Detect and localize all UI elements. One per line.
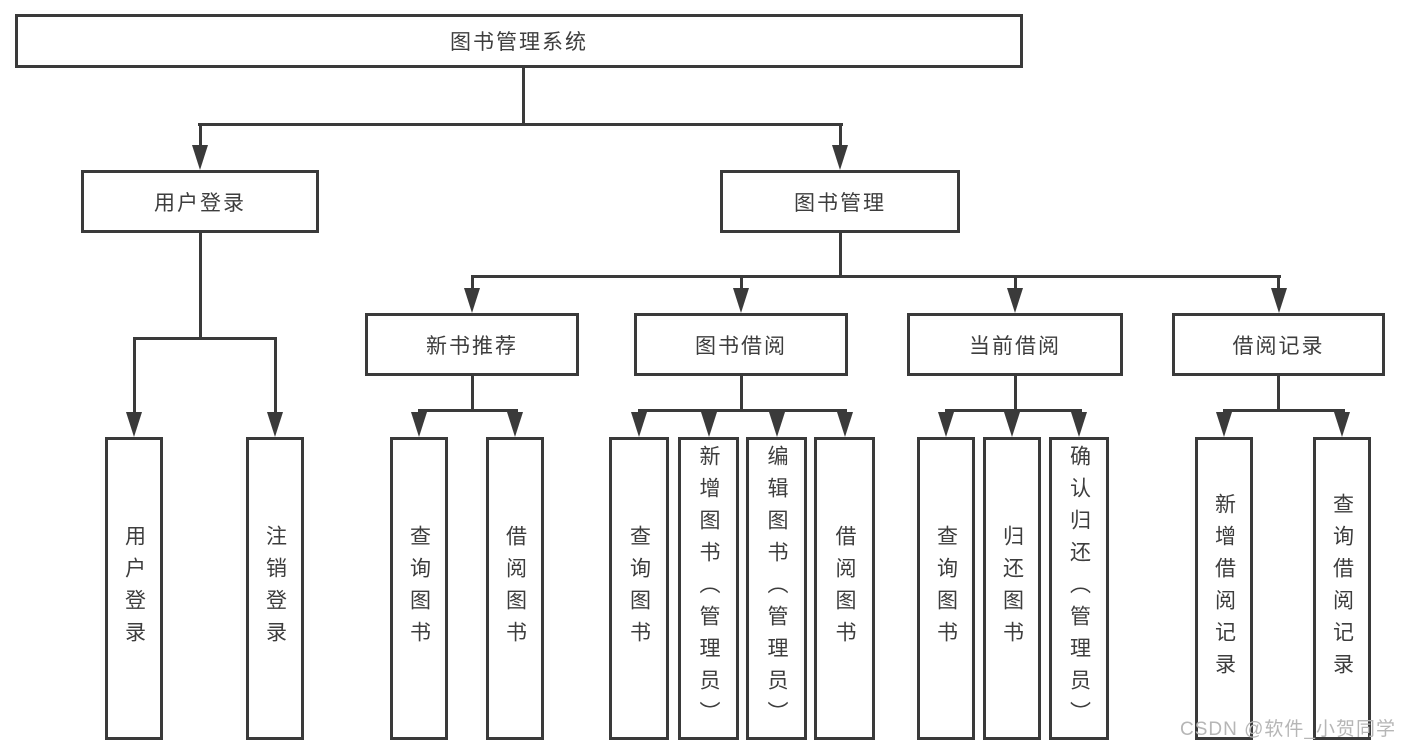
csdn-watermark: CSDN @软件_小贺同学	[1180, 719, 1396, 740]
connector-line	[1013, 374, 1017, 412]
arrow-down-icon	[126, 412, 142, 437]
arrow-down-icon	[733, 288, 749, 313]
leaf-recommend-query-books-label: 查询图书	[407, 524, 431, 653]
node-library-system-label: 图书管理系统	[450, 31, 588, 54]
node-user-login-label: 用户登录	[154, 191, 246, 215]
connector-line	[739, 374, 743, 412]
arrow-down-icon	[631, 412, 647, 437]
leaf-add-books-admin-label: 新增图书（管理员）	[697, 444, 721, 733]
connector-line	[470, 374, 474, 412]
connector-line	[946, 409, 1082, 412]
node-library-system: 图书管理系统	[15, 14, 1023, 68]
arrow-down-icon	[411, 412, 427, 437]
leaf-borrowing-query-books-label: 查询图书	[627, 524, 651, 653]
leaf-query-borrow-record: 查询借阅记录	[1313, 437, 1371, 740]
leaf-recommend-query-books: 查询图书	[390, 437, 448, 740]
leaf-edit-books-admin: 编辑图书（管理员）	[746, 437, 807, 740]
node-book-management-label: 图书管理	[794, 191, 886, 215]
node-book-borrowing-label: 图书借阅	[695, 334, 787, 358]
arrow-down-icon	[1071, 412, 1087, 437]
node-new-book-recommend-label: 新书推荐	[426, 334, 518, 358]
leaf-return-books-label: 归还图书	[1000, 524, 1024, 653]
connector-line	[838, 231, 842, 278]
connector-line	[1013, 275, 1017, 295]
arrow-down-icon	[938, 412, 954, 437]
arrow-down-icon	[192, 145, 208, 170]
connector-line	[470, 275, 474, 295]
node-new-book-recommend: 新书推荐	[365, 313, 579, 376]
leaf-confirm-return-admin: 确认归还（管理员）	[1049, 437, 1109, 740]
arrow-down-icon	[836, 412, 853, 437]
arrow-down-icon	[267, 412, 283, 437]
arrow-down-icon	[1004, 412, 1020, 437]
connector-line	[134, 337, 276, 340]
leaf-recommend-borrow-books-label: 借阅图书	[503, 524, 527, 653]
leaf-user-login-label: 用户登录	[122, 524, 146, 653]
leaf-edit-books-admin-label: 编辑图书（管理员）	[765, 444, 789, 733]
node-borrowing-records-label: 借阅记录	[1232, 334, 1325, 358]
connector-line	[838, 123, 842, 151]
leaf-current-query-books: 查询图书	[917, 437, 975, 740]
leaf-query-borrow-record-label: 查询借阅记录	[1330, 492, 1354, 685]
connector-line	[273, 337, 277, 417]
node-current-borrowing: 当前借阅	[907, 313, 1123, 376]
arrow-down-icon	[700, 412, 717, 437]
arrow-down-icon	[1216, 412, 1232, 437]
leaf-borrowing-borrow-books: 借阅图书	[814, 437, 875, 740]
connector-line	[471, 275, 1281, 278]
connector-line	[1277, 275, 1280, 295]
connector-line	[521, 66, 525, 126]
leaf-add-borrow-record-label: 新增借阅记录	[1212, 492, 1236, 685]
arrow-down-icon	[1007, 288, 1023, 313]
leaf-current-query-books-label: 查询图书	[934, 524, 958, 653]
leaf-add-books-admin: 新增图书（管理员）	[678, 437, 739, 740]
leaf-logout-label: 注销登录	[263, 524, 287, 653]
arrow-down-icon	[507, 412, 523, 437]
node-book-management: 图书管理	[720, 170, 960, 233]
node-borrowing-records: 借阅记录	[1172, 313, 1385, 376]
node-user-login: 用户登录	[81, 170, 319, 233]
leaf-borrowing-query-books: 查询图书	[609, 437, 669, 740]
connector-line	[1224, 409, 1345, 412]
connector-line	[198, 231, 202, 340]
connector-line	[419, 409, 518, 412]
connector-line	[739, 275, 743, 295]
leaf-return-books: 归还图书	[983, 437, 1041, 740]
connector-line	[132, 337, 136, 417]
leaf-recommend-borrow-books: 借阅图书	[486, 437, 544, 740]
arrow-down-icon	[1334, 412, 1350, 437]
arrow-down-icon	[832, 145, 848, 170]
leaf-add-borrow-record: 新增借阅记录	[1195, 437, 1253, 740]
connector-line	[1277, 374, 1280, 412]
node-current-borrowing-label: 当前借阅	[969, 334, 1061, 358]
node-book-borrowing: 图书借阅	[634, 313, 848, 376]
connector-line	[198, 123, 202, 151]
leaf-confirm-return-admin-label: 确认归还（管理员）	[1067, 444, 1091, 733]
leaf-logout: 注销登录	[246, 437, 304, 740]
connector-line	[639, 409, 847, 412]
arrow-down-icon	[768, 412, 785, 437]
connector-line	[198, 123, 843, 126]
leaf-borrowing-borrow-books-label: 借阅图书	[833, 524, 857, 653]
arrow-down-icon	[464, 288, 480, 313]
leaf-user-login: 用户登录	[105, 437, 163, 740]
arrow-down-icon	[1270, 288, 1287, 313]
